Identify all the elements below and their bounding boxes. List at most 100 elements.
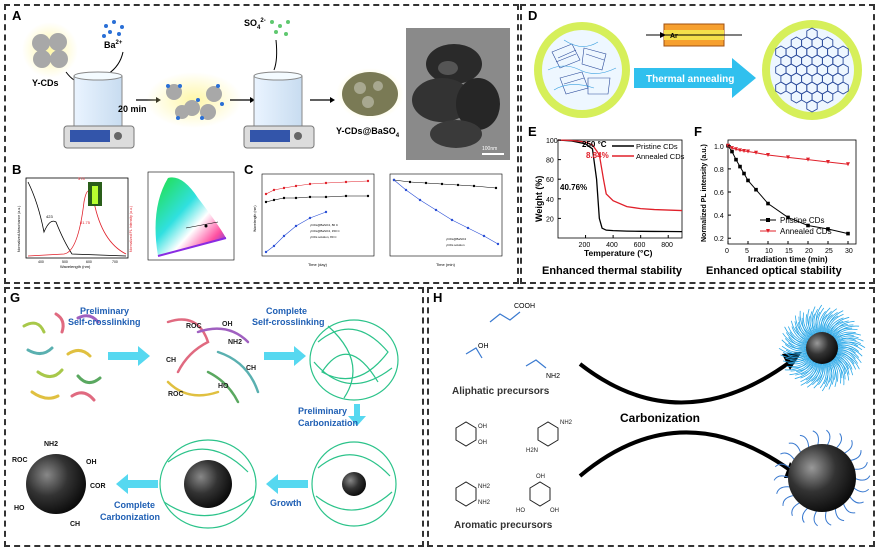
svg-text:Y-CDs@BaSO4: Y-CDs@BaSO4 bbox=[336, 126, 400, 139]
stirrer-2 bbox=[243, 71, 315, 149]
svg-text:700: 700 bbox=[112, 260, 118, 264]
ycds-label: Y-CDs bbox=[32, 78, 59, 88]
svg-text:Growth: Growth bbox=[270, 498, 302, 508]
ba-ions bbox=[102, 20, 124, 38]
green-tangle-3 bbox=[159, 439, 257, 529]
svg-text:ROC: ROC bbox=[12, 457, 28, 464]
svg-text:OH: OH bbox=[222, 321, 233, 328]
x-tick: 800 bbox=[661, 242, 673, 249]
svg-text:SO42-: SO42- bbox=[244, 18, 266, 31]
svg-text:OH: OH bbox=[478, 424, 487, 430]
svg-text:400: 400 bbox=[38, 260, 44, 264]
svg-text:COR: COR bbox=[90, 483, 106, 490]
point-pristine bbox=[826, 227, 830, 231]
panel-e-label: E bbox=[528, 124, 537, 139]
point-annealed bbox=[806, 157, 810, 162]
svg-text:Wavelength (nm): Wavelength (nm) bbox=[253, 205, 257, 232]
svg-text:81.75: 81.75 bbox=[80, 220, 91, 225]
x-tick: 600 bbox=[634, 242, 646, 249]
x-tick: 25 bbox=[825, 248, 833, 255]
svg-text:100nm: 100nm bbox=[482, 146, 497, 152]
tga-xlabel: Temperature (°C) bbox=[584, 248, 653, 258]
panel-d-label: D bbox=[528, 8, 538, 23]
point-pristine bbox=[754, 187, 758, 192]
aromatic-rings bbox=[455, 421, 559, 507]
green-tangle-1 bbox=[309, 319, 399, 401]
y-tick: 1.0 bbox=[714, 144, 724, 151]
precursor-chains bbox=[22, 312, 102, 402]
svg-text:OH: OH bbox=[536, 474, 545, 480]
panel-h-label: H bbox=[433, 290, 443, 305]
panel-def bbox=[520, 4, 875, 284]
panel-a-label: A bbox=[12, 8, 22, 23]
x-tick: 0 bbox=[725, 248, 729, 255]
thermal-caption: Enhanced thermal stability bbox=[542, 265, 683, 277]
y-tick: 0.8 bbox=[714, 167, 724, 174]
svg-text:ROC: ROC bbox=[186, 323, 202, 330]
svg-text:OH: OH bbox=[86, 459, 97, 466]
aliphatic-label: Aliphatic precursors bbox=[452, 386, 550, 397]
svg-text:Ar: Ar bbox=[670, 33, 678, 40]
svg-text:20 min: 20 min bbox=[118, 104, 147, 114]
svg-text:NH2: NH2 bbox=[560, 420, 573, 426]
panel-h bbox=[427, 287, 875, 547]
series-annealed-cds bbox=[557, 139, 683, 212]
cie-diagram bbox=[147, 171, 235, 261]
pristine-loss: 40.76% bbox=[560, 183, 587, 192]
panel-b-label: B bbox=[12, 162, 22, 177]
point-annealed bbox=[742, 148, 746, 153]
point-annealed bbox=[826, 159, 830, 164]
svg-text:Wavelength (nm): Wavelength (nm) bbox=[60, 264, 91, 269]
svg-text:yCDs@BaSO4: yCDs@BaSO4 bbox=[446, 237, 466, 241]
svg-text:ROC: ROC bbox=[168, 391, 184, 398]
hex-cell bbox=[821, 90, 834, 104]
svg-text:HO: HO bbox=[516, 508, 525, 514]
point-annealed bbox=[846, 162, 850, 167]
y-tick: 20 bbox=[546, 216, 554, 223]
point-annealed bbox=[754, 150, 758, 155]
svg-text:yCDs solution, 80 C: yCDs solution, 80 C bbox=[310, 235, 337, 239]
svg-text:OH: OH bbox=[550, 508, 559, 514]
x-tick: 5 bbox=[745, 248, 749, 255]
point-annealed bbox=[746, 149, 750, 154]
point-annealed bbox=[738, 148, 742, 153]
tga-ylabel: Weight (%) bbox=[534, 176, 544, 222]
x-tick: 15 bbox=[785, 248, 793, 255]
svg-text:Ba2+: Ba2+ bbox=[104, 40, 123, 50]
y-tick: 80 bbox=[546, 158, 554, 165]
svg-text:yCDs solution: yCDs solution bbox=[446, 243, 465, 247]
legend-annealed: Annealed CDs bbox=[636, 152, 685, 161]
optical-caption: Enhanced optical stability bbox=[706, 265, 843, 277]
panel-h-precursors: COOH OH NH2 Aliphatic precursors OH OH NH… bbox=[452, 303, 871, 531]
point-annealed bbox=[734, 147, 738, 152]
series-pristine-cds bbox=[557, 139, 683, 233]
svg-text:COOH: COOH bbox=[514, 303, 535, 310]
panel-f-label: F bbox=[694, 124, 702, 139]
svg-text:OH: OH bbox=[478, 343, 489, 350]
point-pristine bbox=[734, 157, 738, 162]
x-tick: 10 bbox=[765, 248, 773, 255]
svg-text:OH: OH bbox=[478, 440, 487, 446]
ycds-baso4-particle bbox=[336, 68, 404, 120]
svg-text:Thermal annealing: Thermal annealing bbox=[646, 74, 734, 85]
temp-annotation: 250 °C bbox=[582, 140, 607, 149]
y-tick: 40 bbox=[546, 197, 554, 204]
panel-d-annealing: Thermal annealing Ar bbox=[534, 20, 862, 120]
legend-pristine-f: Pristine CDs bbox=[780, 216, 824, 225]
svg-text:600: 600 bbox=[86, 260, 92, 264]
hex-cell bbox=[837, 81, 849, 95]
point-pristine bbox=[746, 178, 750, 183]
so4-ions bbox=[270, 20, 290, 36]
svg-text:H2N: H2N bbox=[526, 448, 538, 454]
svg-text:574: 574 bbox=[78, 176, 85, 181]
tga-series bbox=[557, 139, 683, 233]
svg-text:NH2: NH2 bbox=[478, 484, 491, 490]
point-annealed bbox=[766, 153, 770, 158]
y-tick: 100 bbox=[546, 138, 558, 145]
svg-text:NH2: NH2 bbox=[228, 339, 242, 346]
